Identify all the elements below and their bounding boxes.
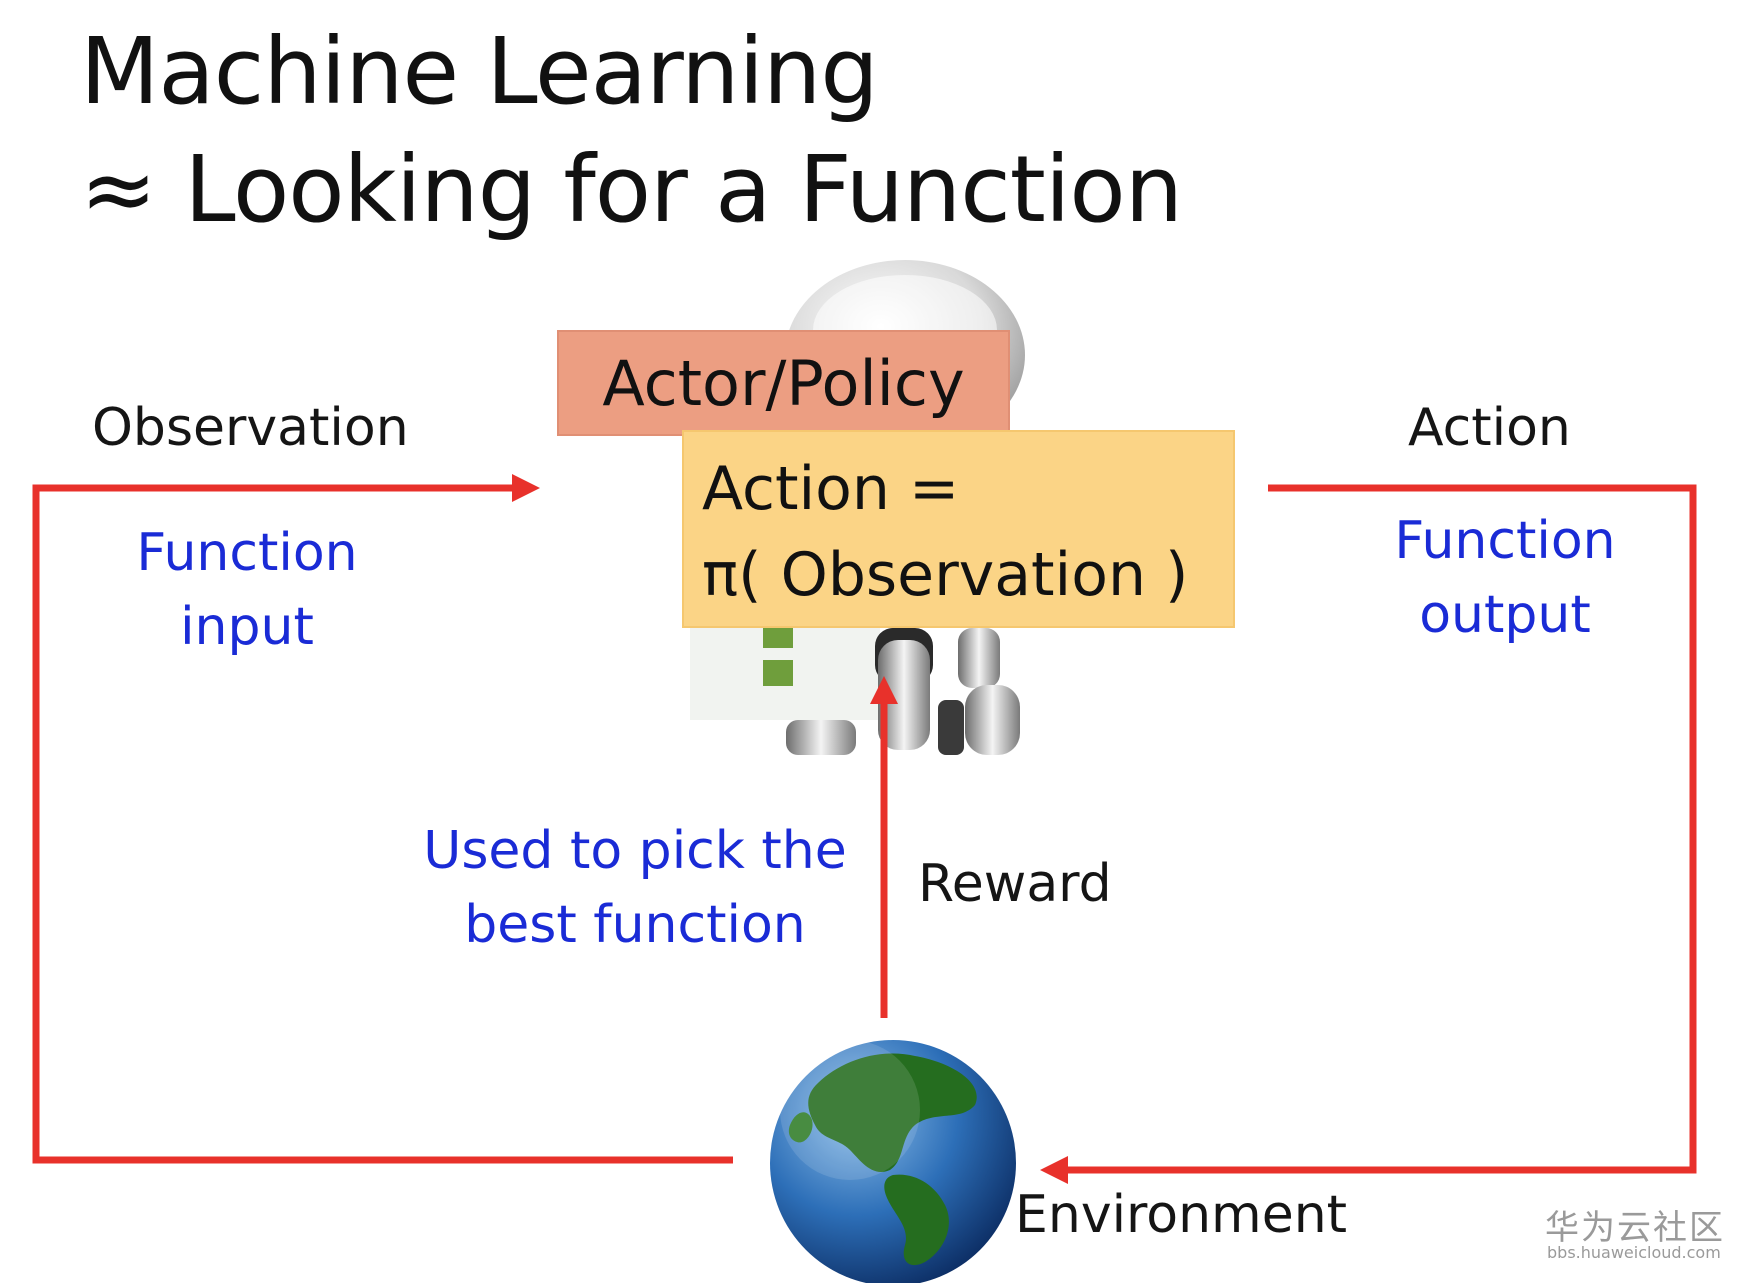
function-output-line2: output (1419, 585, 1591, 645)
page-title-line1: Machine Learning (80, 18, 879, 125)
function-output-note: Function output (1370, 504, 1640, 652)
reward-note-line1: Used to pick the (423, 821, 847, 881)
reward-note: Used to pick the best function (415, 814, 855, 962)
action-arrow (1040, 484, 1697, 1184)
function-input-line1: Function (136, 523, 358, 583)
formula-line1: Action = (702, 454, 960, 524)
watermark-url: bbs.huaweicloud.com (1547, 1243, 1721, 1262)
observation-label: Observation (92, 398, 409, 458)
function-input-line2: input (180, 597, 314, 657)
function-output-line1: Function (1394, 511, 1616, 571)
environment-label: Environment (1015, 1185, 1348, 1245)
policy-formula-box: Action = π( Observation ) (682, 430, 1235, 628)
reward-note-line2: best function (464, 895, 806, 955)
reward-label: Reward (918, 854, 1112, 914)
reward-arrow (870, 676, 898, 1018)
page-title-line2: ≈ Looking for a Function (80, 136, 1183, 243)
formula-line2: π( Observation ) (702, 540, 1189, 610)
action-label: Action (1408, 398, 1571, 458)
earth-globe-illustration (770, 1040, 1016, 1283)
actor-policy-box: Actor/Policy (557, 330, 1010, 436)
observation-arrow (32, 474, 733, 1164)
watermark-logo-text: 华为云社区 (1545, 1208, 1725, 1248)
function-input-note: Function input (112, 516, 382, 664)
actor-policy-label: Actor/Policy (602, 346, 965, 420)
